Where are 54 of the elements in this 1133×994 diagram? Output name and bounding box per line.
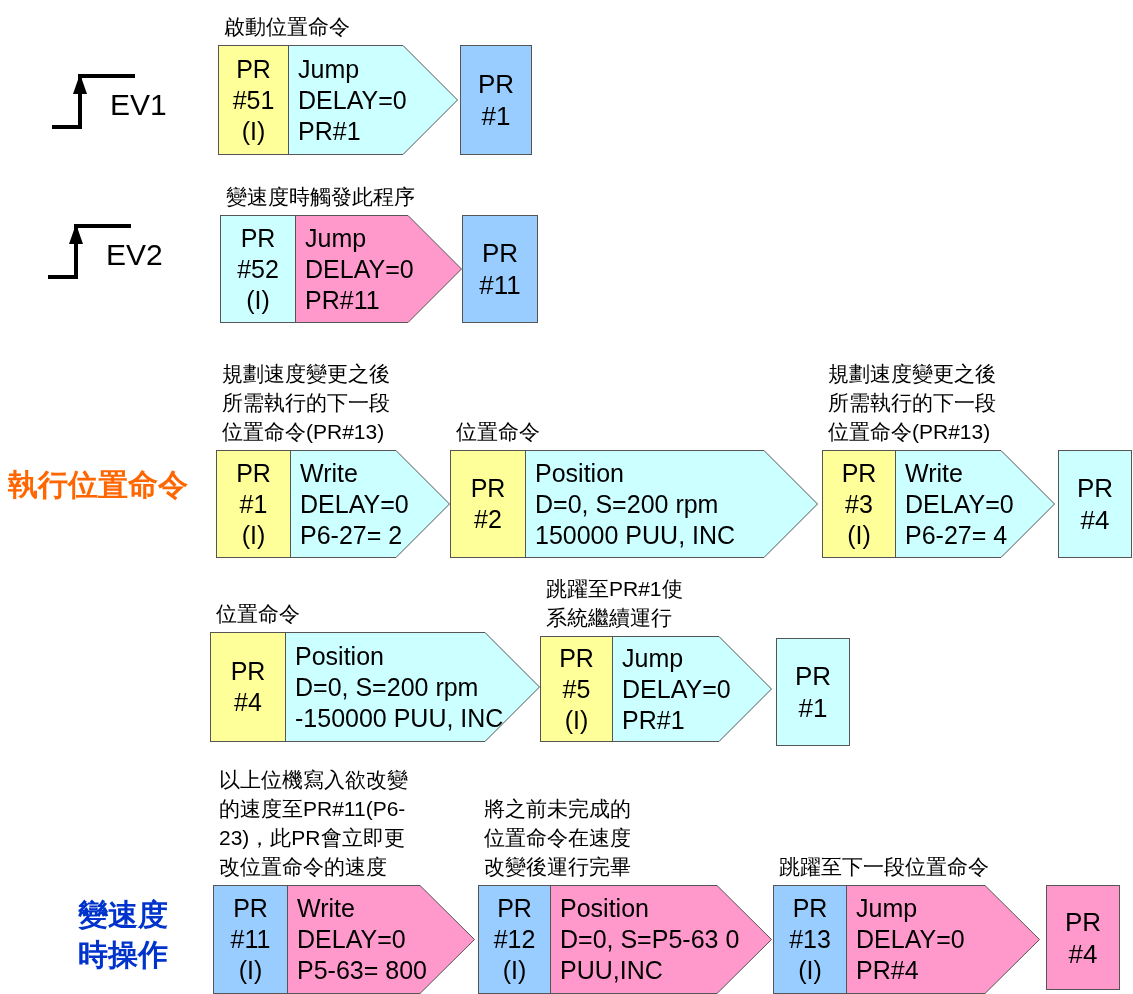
command-parameters: D=0, S=P5-63 0 PUU,INC <box>560 924 741 986</box>
step-caption: 跳躍至下一段位置命令 <box>779 854 990 880</box>
pr-number-cell: PR #1 (I) <box>216 450 291 558</box>
command-name: Write <box>905 457 964 489</box>
pr-target-box <box>462 215 538 323</box>
step-caption: 位置命令 <box>216 601 301 627</box>
signal-name: EV1 <box>110 87 167 123</box>
command-name: Position <box>535 457 625 489</box>
command-name: Jump <box>856 893 919 924</box>
command-parameters: DELAY=0 PR#1 <box>298 84 408 147</box>
command-parameters: D=0, S=200 rpm 150000 PUU, INC <box>535 488 737 551</box>
step-caption: 位置命令 <box>456 419 541 445</box>
command-parameters: DELAY=0 P6-27= 2 <box>300 488 410 551</box>
step-caption: 將之前未完成的位置命令在速度改變後運行完畢 <box>484 796 632 880</box>
pr-target-box <box>1058 450 1132 558</box>
pr-number-cell: PR #51 (I) <box>218 45 289 155</box>
pr-number-cell: PR #12 (I) <box>478 885 551 994</box>
row-title: 變速度時操作 <box>78 897 169 973</box>
command-parameters: DELAY=0 PR#1 <box>622 673 732 736</box>
command-name: Write <box>297 893 356 924</box>
pr-number-cell: PR #5 (I) <box>540 636 613 742</box>
pr-number: PR #11 <box>478 237 522 301</box>
pr-number: PR #1 <box>793 660 833 724</box>
pr-target-box <box>776 638 850 746</box>
pr-number: PR #1 <box>476 68 516 132</box>
pr-target-box <box>460 45 532 155</box>
pr-number-cell: PR #52 (I) <box>220 215 296 323</box>
step-caption: 規劃速度變更之後所需執行的下一段位置命令(PR#13) <box>222 361 391 445</box>
pr-number-cell: PR #2 <box>450 450 526 558</box>
pr-number-cell: PR #4 <box>210 632 286 742</box>
pr-target-box <box>1046 885 1120 990</box>
row-title: 執行位置命令 <box>8 467 188 503</box>
command-name: Jump <box>622 642 685 674</box>
command-name: Jump <box>298 53 361 85</box>
step-caption: 規劃速度變更之後所需執行的下一段位置命令(PR#13) <box>828 361 997 445</box>
step-caption: 跳躍至PR#1使系統繼續運行 <box>546 576 684 631</box>
step-caption: 啟動位置命令 <box>224 14 351 40</box>
command-name: Write <box>300 457 359 489</box>
signal-name: EV2 <box>106 237 163 273</box>
command-parameters: DELAY=0 P5-63= 800 <box>297 924 428 986</box>
step-caption: 變速度時觸發此程序 <box>226 184 416 210</box>
command-parameters: DELAY=0 PR#4 <box>856 924 966 986</box>
command-parameters: DELAY=0 PR#11 <box>305 253 415 316</box>
pr-number: PR #4 <box>1063 905 1103 970</box>
command-name: Jump <box>305 222 368 254</box>
step-caption: 以上位機寫入欲改變的速度至PR#11(P6-23)，此PR會立即更改位置命令的速度 <box>219 767 409 880</box>
pr-number-cell: PR #11 (I) <box>213 885 288 994</box>
pr-number-cell: PR #3 (I) <box>822 450 896 558</box>
pr-number-cell: PR #13 (I) <box>773 885 847 994</box>
command-name: Position <box>560 893 650 924</box>
pr-number: PR #4 <box>1075 472 1115 536</box>
command-parameters: DELAY=0 P6-27= 4 <box>905 488 1015 551</box>
command-parameters: D=0, S=200 rpm -150000 PUU, INC <box>295 671 505 734</box>
command-name: Position <box>295 640 385 672</box>
